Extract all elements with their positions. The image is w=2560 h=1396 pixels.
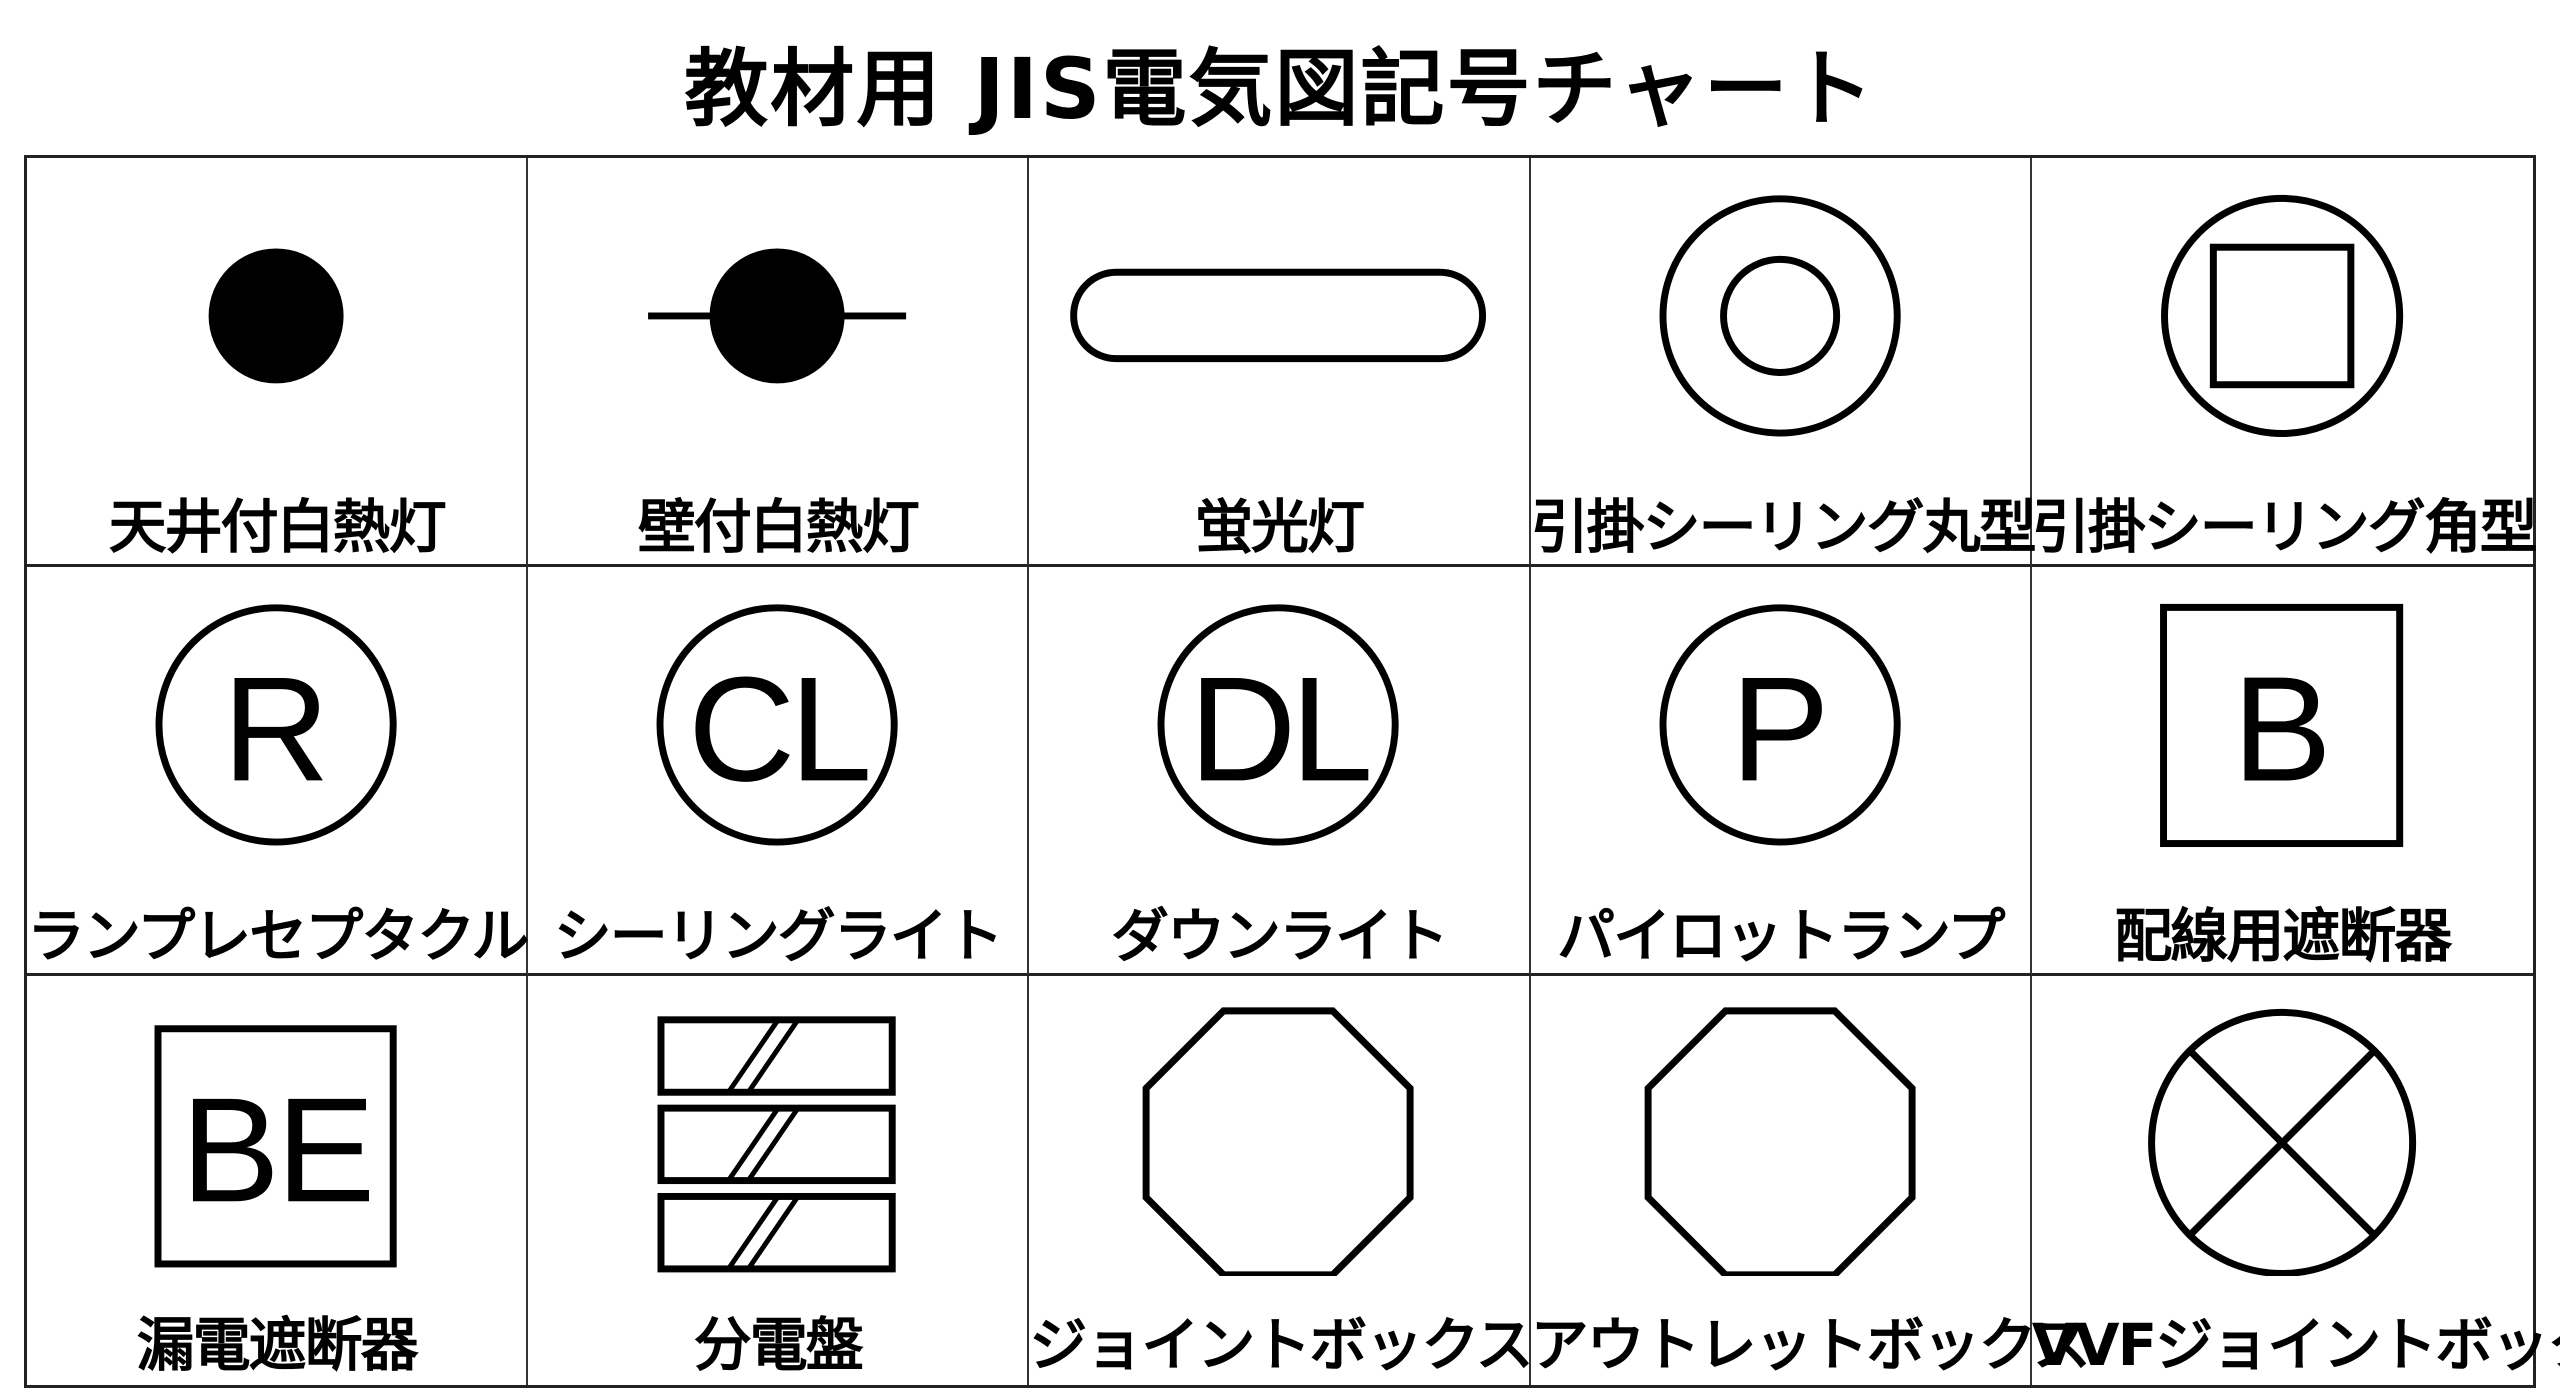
symbol-cell: 引掛シーリング丸型 [1530,158,2037,567]
fluorescent-light-icon [1070,268,1487,363]
symbol-label: ダウンライト [1110,902,1449,970]
joint-box-icon [1143,1007,1414,1276]
symbol-cell: VVFジョイントボックス [2031,976,2560,1385]
symbol-cell: DL ダウンライト [1029,567,1531,976]
symbol-cell: R ランプレセプタクル [27,567,530,976]
svg-text:R: R [222,645,330,812]
vvf-joint-box-icon [2147,1008,2416,1276]
square-ceiling-outlet-icon [2160,194,2403,438]
symbol-label: 漏電遮断器 [136,1311,419,1379]
symbol-cell: P パイロットランプ [1530,567,2032,976]
symbol-cell: 分電盤 [528,976,1030,1385]
outlet-box-icon [1644,1007,1916,1276]
symbol-table: 天井付白熱灯 壁付白熱灯 蛍光灯 引掛シーリング丸型 引掛シーリング角型 R ラ… [24,155,2560,1388]
pilot-lamp-icon: P [1659,604,1901,846]
symbol-label: アウトレットボックス [1530,1311,2091,1379]
symbol-cell: 壁付白熱灯 [528,158,1030,567]
lamp-receptacle-icon: R [155,604,397,846]
chart-title: 教材用 JIS電気図記号チャート [684,40,1876,138]
symbol-label: 分電盤 [693,1311,864,1379]
symbol-cell: CL シーリングライト [528,567,1030,976]
symbol-label: 蛍光灯 [1194,493,1365,561]
symbol-label: 配線用遮断器 [2114,902,2452,970]
svg-text:DL: DL [1189,645,1369,812]
symbol-label: シーリングライト [553,902,1004,970]
symbol-label: VVFジョイントボックス [2031,1311,2560,1379]
symbol-label: 天井付白熱灯 [108,493,447,561]
round-ceiling-outlet-icon [1659,195,1901,437]
symbol-cell: 天井付白熱灯 [27,158,529,567]
symbol-cell: 蛍光灯 [1029,158,1531,567]
symbol-cell: B 配線用遮断器 [2031,567,2533,976]
symbol-label: パイロットランプ [1557,902,2005,970]
svg-text:BE: BE [181,1066,372,1233]
symbol-cell: ジョイントボックス [1029,976,1534,1385]
svg-text:CL: CL [688,645,868,812]
svg-text:P: P [1730,645,1829,812]
symbol-cell: アウトレットボックス [1530,976,2091,1385]
wall-incandescent-light-icon [648,248,907,384]
downlight-icon: DL [1157,604,1400,846]
symbol-label: 壁付白熱灯 [637,493,920,561]
circuit-breaker-icon: B [2159,603,2403,848]
symbol-cell: 引掛シーリング角型 [2031,158,2538,567]
distribution-board-icon [657,1016,896,1273]
ceiling-incandescent-light-icon [208,248,344,384]
symbol-label: ランプレセプタクル [27,902,530,970]
earth-leakage-breaker-icon: BE [154,1025,397,1268]
symbol-label: 引掛シーリング角型 [2031,493,2538,561]
symbol-label: 引掛シーリング丸型 [1530,493,2037,561]
svg-text:B: B [2232,645,2332,812]
ceiling-light-icon: CL [656,604,898,846]
symbol-label: ジョイントボックス [1029,1311,1533,1379]
symbol-cell: BE 漏電遮断器 [27,976,529,1385]
